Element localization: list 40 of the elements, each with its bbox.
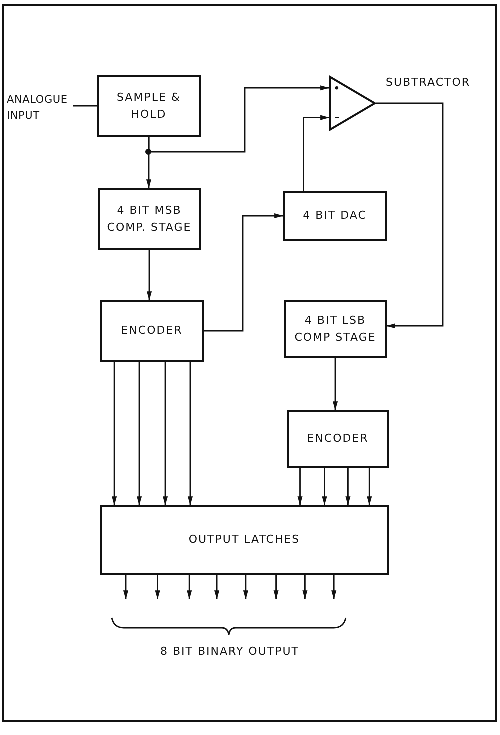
block-label: 4 BIT MSB COMP. STAGE — [106, 202, 193, 236]
arrow — [332, 575, 337, 600]
block-label: ENCODER — [307, 431, 369, 448]
block-box — [284, 300, 387, 358]
block-label: SAMPLE & HOLD — [116, 90, 182, 123]
block-box — [287, 410, 389, 468]
arrow — [123, 575, 129, 600]
arrow — [137, 362, 142, 506]
arrow — [332, 358, 338, 411]
block-label: OUTPUT LATCHES — [188, 532, 300, 548]
arrow — [367, 468, 372, 506]
arrow — [163, 362, 168, 506]
arrow — [155, 575, 160, 600]
arrow — [274, 575, 279, 600]
block-label: ENCODER — [121, 323, 183, 340]
output-caption: 8 BIT BINARY OUTPUT — [159, 644, 301, 660]
arrow — [298, 468, 303, 506]
symbol-caption: SUBTRACTOR — [386, 75, 471, 91]
arrow — [146, 250, 152, 301]
arrow — [204, 213, 284, 332]
arrow — [148, 86, 330, 153]
block-label: 4 BIT LSB COMP STAGE — [294, 312, 378, 346]
block-label: 4 BIT DAC — [303, 208, 367, 224]
input-label: ANALOGUE INPUT — [7, 92, 69, 124]
connector-line — [73, 105, 97, 107]
arrow — [346, 468, 351, 506]
block-box — [100, 505, 389, 575]
block-box — [98, 188, 201, 250]
block-box — [97, 75, 201, 137]
arrow — [302, 575, 308, 600]
arrow — [214, 575, 220, 600]
arrow — [112, 362, 118, 506]
arrow — [188, 362, 193, 506]
arrow — [322, 468, 328, 506]
arrow — [303, 115, 330, 191]
arrow — [376, 102, 444, 329]
block-box — [100, 300, 204, 362]
arrow — [187, 575, 192, 600]
block-box — [283, 191, 387, 241]
arrow — [243, 575, 248, 600]
